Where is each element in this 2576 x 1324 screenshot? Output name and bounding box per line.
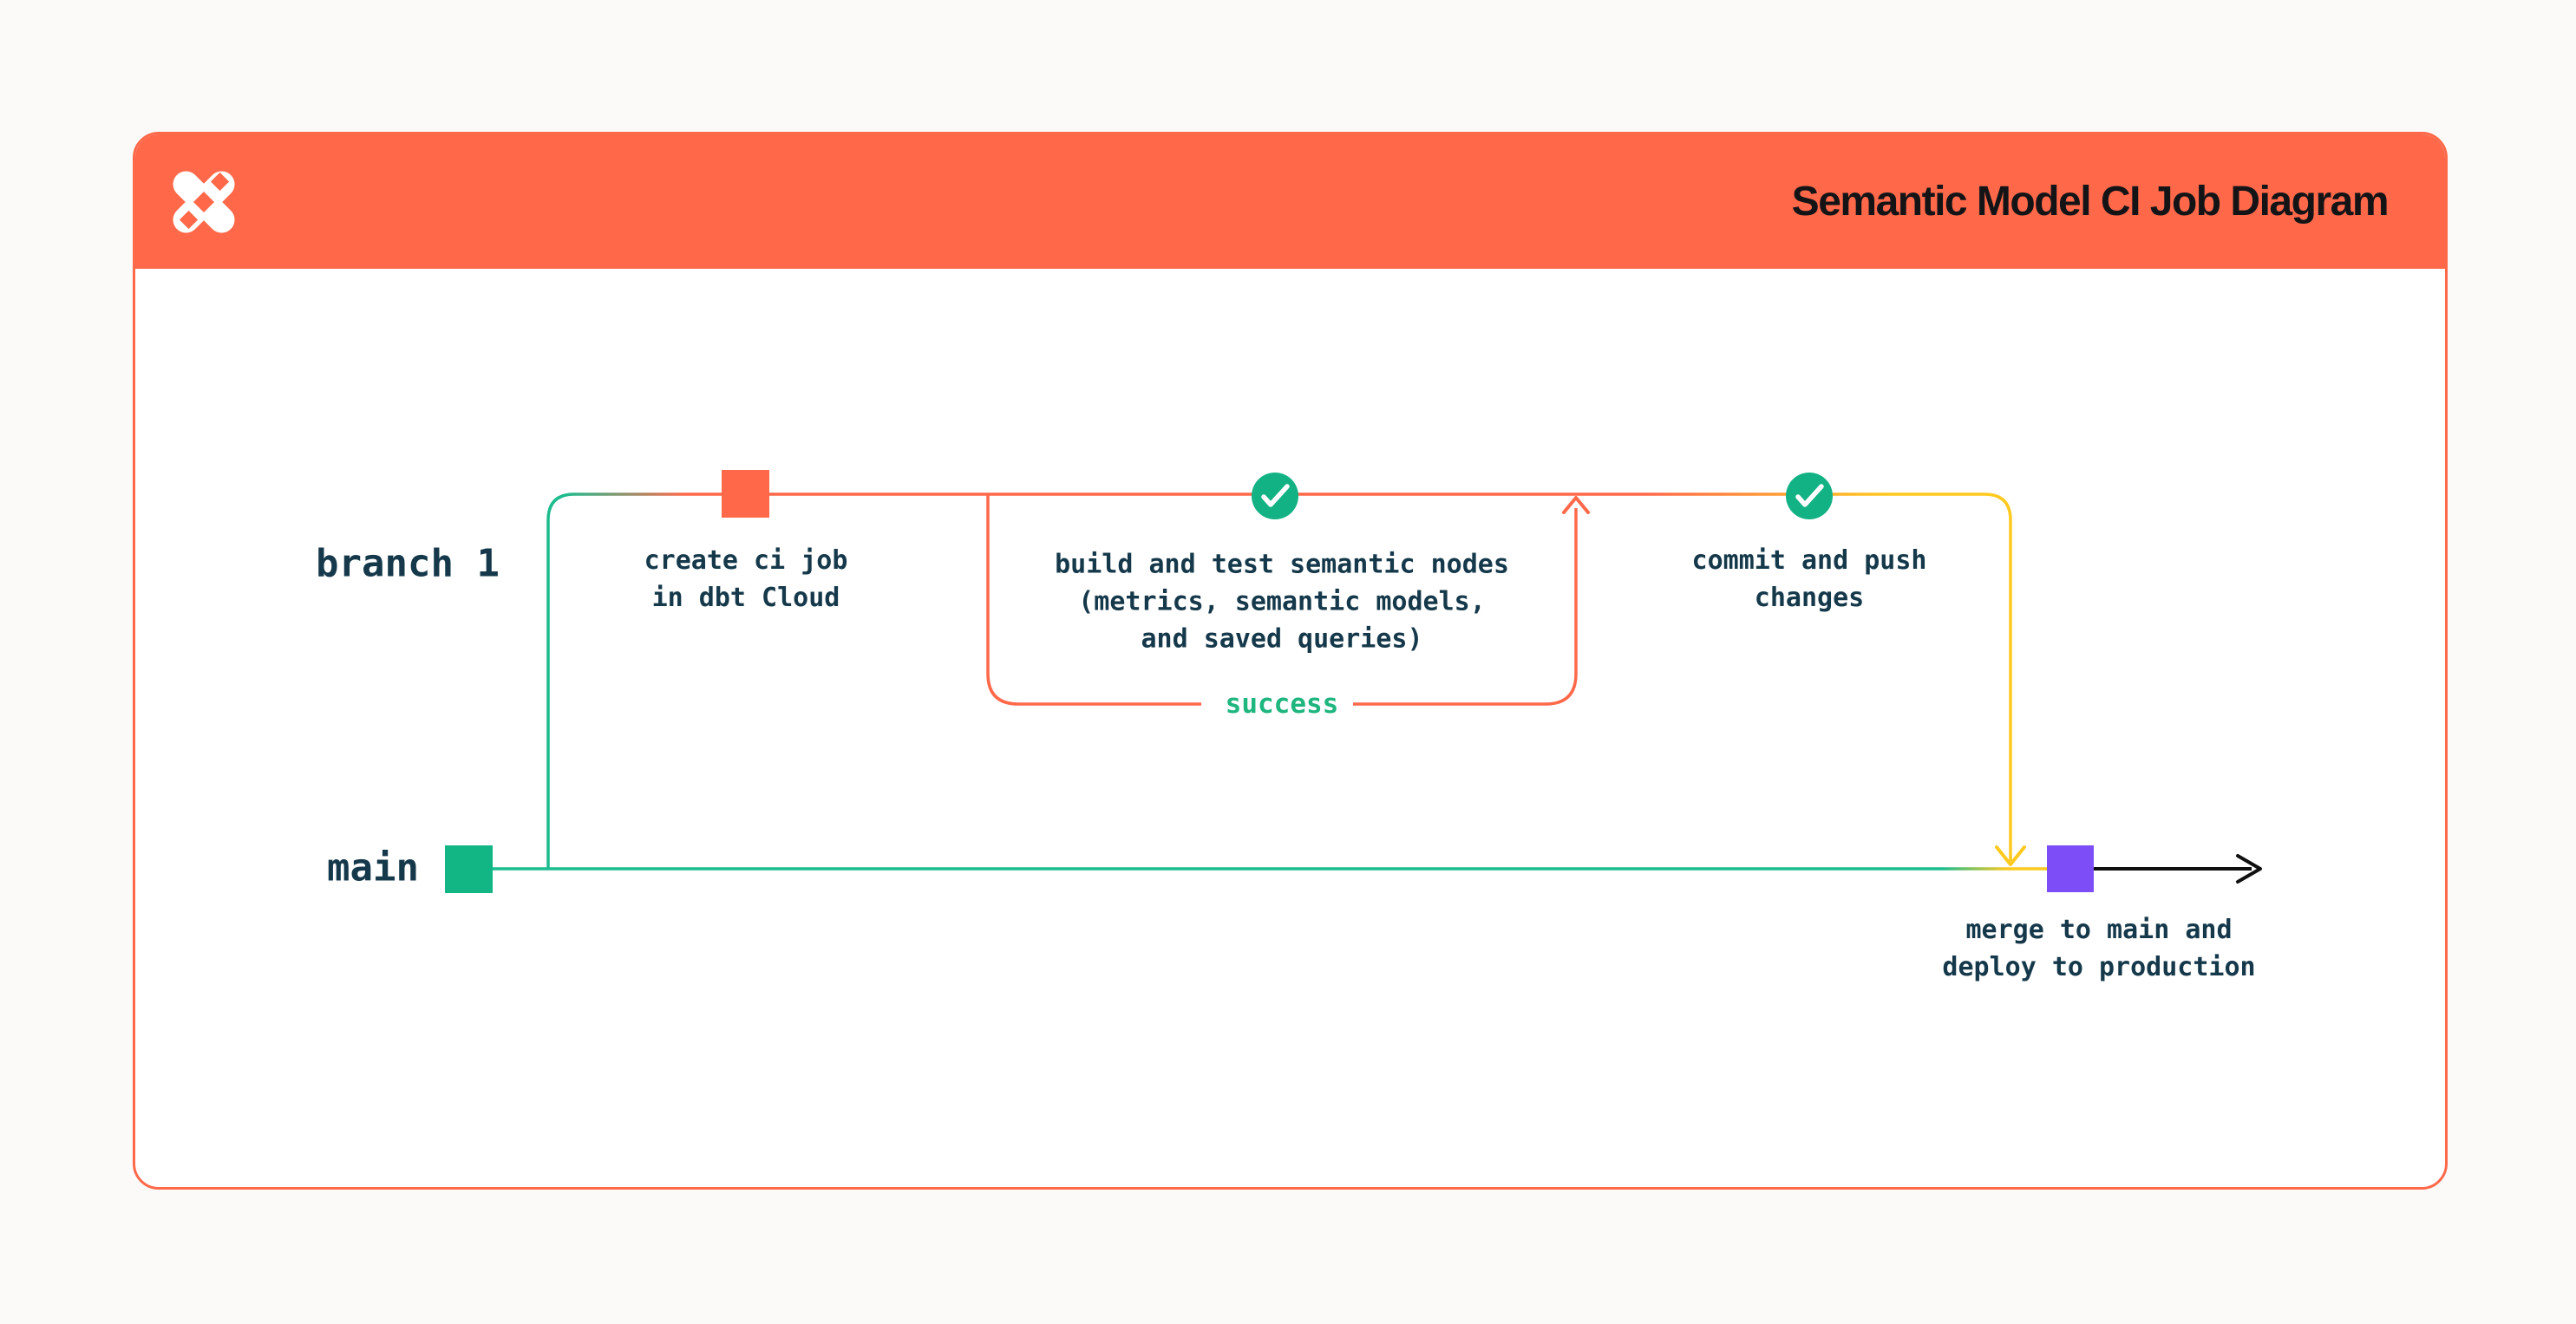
- page-title: Semantic Model CI Job Diagram: [1791, 179, 2390, 225]
- check-circle-icon: [1252, 473, 1298, 519]
- merge-commit-node: [2047, 845, 2094, 892]
- build-test-line2: (metrics, semantic models,: [1078, 586, 1486, 617]
- build-test-line3: and saved queries): [1141, 623, 1423, 655]
- diagram-card: Semantic Model CI Job Diagram: [133, 132, 2448, 1190]
- merge-step-label: merge to main and deploy to production: [1942, 911, 2255, 986]
- deploy-arrowhead-icon: [2236, 854, 2262, 884]
- create-ci-line1: create ci job: [644, 545, 848, 576]
- check-circle-icon: [1786, 473, 1833, 519]
- ci-loop-left: [986, 495, 1201, 706]
- card-header: Semantic Model CI Job Diagram: [135, 134, 2445, 269]
- commit-push-line1: commit and push: [1691, 545, 1927, 576]
- ci-loop-right: [1353, 508, 1578, 706]
- create-ci-line2: in dbt Cloud: [651, 583, 840, 613]
- merge-line1: merge to main and: [1965, 915, 2233, 945]
- create-ci-step-label: create ci job in dbt Cloud: [644, 542, 848, 616]
- commit-push-step-label: commit and push changes: [1692, 542, 1927, 616]
- branch-line-yellow-down: [1891, 492, 2012, 861]
- branch-line-start: [546, 492, 685, 870]
- commit-push-line2: changes: [1754, 583, 1865, 613]
- success-label: success: [1225, 688, 1339, 720]
- main-commit-node: [445, 845, 493, 893]
- merge-line2: deploy to production: [1942, 952, 2256, 982]
- build-test-step-label: build and test semantic nodes (metrics, s…: [1055, 546, 1509, 658]
- loop-arrowhead-icon: [1562, 496, 1590, 514]
- main-label: main: [327, 845, 419, 890]
- create-ci-commit-node: [722, 470, 769, 518]
- branch-1-label: branch 1: [316, 541, 500, 586]
- build-test-line1: build and test semantic nodes: [1055, 549, 1509, 580]
- merge-arrowhead-icon: [1995, 845, 2026, 866]
